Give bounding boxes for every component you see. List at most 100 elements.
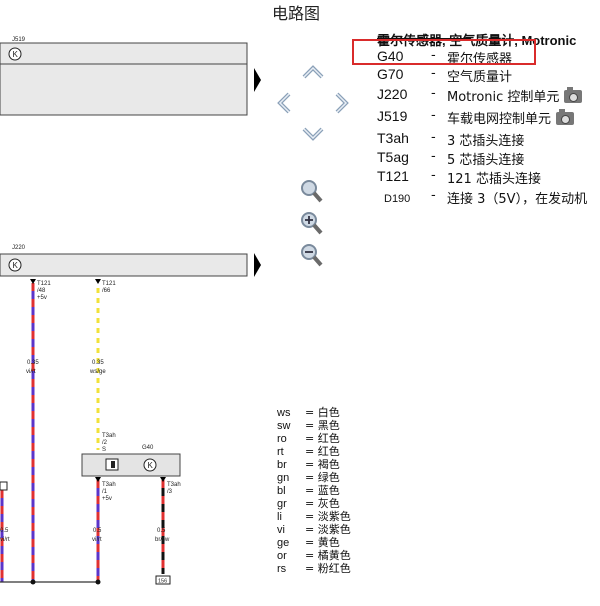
legend-item: vi = 淡紫色 xyxy=(277,523,351,537)
circuit-diagram: J519 K J220 K T121 /48 +5v 0.35 vi/rt T1… xyxy=(0,37,261,585)
component-code: D190 xyxy=(384,193,411,205)
legend-item: bl= 蓝色 xyxy=(277,484,340,498)
ground-symbol-icon xyxy=(8,258,22,272)
wire-size: 0.5 xyxy=(93,528,102,534)
j220-label: J220 xyxy=(12,245,26,251)
legend-code: or xyxy=(277,550,287,562)
j519-block xyxy=(0,42,248,116)
pan-right-button[interactable] xyxy=(328,90,354,116)
component-description: 5 芯插头连接 xyxy=(447,149,524,168)
component-description: 连接 3（5V），在发动机 xyxy=(447,188,587,207)
legend-name: 蓝色 xyxy=(317,484,340,497)
component-description-text: 车载电网控制单元 xyxy=(447,112,552,127)
legend-equals: = xyxy=(305,510,318,523)
svg-text:K: K xyxy=(148,461,154,470)
legend-name: 淡紫色 xyxy=(317,510,351,523)
legend-code: br xyxy=(277,459,287,471)
legend-item: rs= 粉红色 xyxy=(277,562,351,576)
component-description: Motronic 控制单元 xyxy=(447,86,583,105)
legend-code: gr xyxy=(277,498,287,510)
wire-size: 0.35 xyxy=(92,360,104,366)
legend-item: gn= 绿色 xyxy=(277,471,340,485)
component-code: G70 xyxy=(377,66,404,82)
legend-equals: = xyxy=(305,445,318,458)
wire-color: vi/rt xyxy=(26,369,36,375)
legend-name: 灰色 xyxy=(317,497,340,510)
sensor-label: G40 xyxy=(142,445,154,451)
legend-item: li= 淡紫色 xyxy=(277,510,351,524)
component-description: 3 芯插头连接 xyxy=(447,130,524,149)
zoom-out-button[interactable] xyxy=(298,242,324,268)
legend-code: vi xyxy=(277,524,285,536)
svg-text:T3ah: T3ah xyxy=(102,482,116,488)
svg-text:K: K xyxy=(13,261,19,270)
svg-text:/48: /48 xyxy=(37,288,46,294)
wire-size: 0.35 xyxy=(27,360,39,366)
legend-code: sw xyxy=(277,420,291,432)
legend-code: ge xyxy=(277,537,290,549)
legend-item: ge = 黄色 xyxy=(277,536,340,550)
legend-name: 褐色 xyxy=(317,458,340,471)
svg-text:T3ah: T3ah xyxy=(102,433,116,439)
zoom-out-icon xyxy=(301,244,323,267)
continue-arrow-icon xyxy=(254,68,261,92)
separator-dash: - xyxy=(431,66,436,81)
legend-item: or = 橘黄色 xyxy=(277,549,351,563)
svg-text:/66: /66 xyxy=(102,288,111,294)
legend-equals: = xyxy=(305,549,318,562)
zoom-fit-button[interactable] xyxy=(298,178,324,204)
legend-item: br = 褐色 xyxy=(277,458,340,472)
pan-up-button[interactable] xyxy=(300,60,326,86)
legend-item: rt= 红色 xyxy=(277,445,340,459)
chevron-left-icon xyxy=(277,92,291,114)
svg-text:156: 156 xyxy=(158,579,167,585)
page-title: 电路图 xyxy=(272,4,321,23)
camera-icon[interactable] xyxy=(564,87,583,103)
legend-equals: = xyxy=(305,458,318,471)
legend-equals: = xyxy=(305,471,318,484)
chevron-down-icon xyxy=(302,127,324,141)
legend-code: ro xyxy=(277,433,287,445)
zoom-in-button[interactable] xyxy=(298,210,324,236)
legend-name: 黑色 xyxy=(317,419,340,432)
separator-dash: - xyxy=(431,48,436,63)
svg-text:+5v: +5v xyxy=(37,295,47,301)
component-code: J220 xyxy=(377,86,408,102)
component-description: 121 芯插头连接 xyxy=(447,168,541,187)
svg-text:T121: T121 xyxy=(102,281,116,287)
legend-item: ws= 白色 xyxy=(277,406,340,420)
wire-color: vi/rt xyxy=(92,537,102,543)
legend-name: 白色 xyxy=(317,406,340,419)
g40-sensor-block xyxy=(81,453,181,477)
pan-down-button[interactable] xyxy=(300,120,326,146)
wire-color: br/sw xyxy=(155,537,170,543)
legend-name: 淡紫色 xyxy=(317,523,351,536)
component-description-text: Motronic 控制单元 xyxy=(447,90,560,105)
legend-equals: = xyxy=(305,536,318,549)
pan-left-button[interactable] xyxy=(272,90,298,116)
separator-dash: - xyxy=(431,149,436,164)
svg-text:0.5: 0.5 xyxy=(0,528,9,534)
separator-dash: - xyxy=(431,130,436,145)
legend-equals: = xyxy=(305,432,318,445)
legend-equals: = xyxy=(305,523,318,536)
component-code: J519 xyxy=(377,108,408,124)
component-code: T5ag xyxy=(377,149,409,165)
legend-name: 黄色 xyxy=(317,536,340,549)
camera-icon[interactable] xyxy=(556,109,575,125)
component-description-text: 5 芯插头连接 xyxy=(447,153,525,168)
chevron-up-icon xyxy=(302,65,324,79)
legend-equals: = xyxy=(305,497,318,510)
component-code: G40 xyxy=(377,48,404,64)
svg-text:vi/rt: vi/rt xyxy=(0,537,10,543)
legend-name: 橘黄色 xyxy=(317,549,351,562)
wire-color: ws/ge xyxy=(89,369,106,375)
j220-block xyxy=(0,253,248,277)
component-description: 空气质量计 xyxy=(447,66,512,85)
legend-name: 红色 xyxy=(317,432,340,445)
component-code: T121 xyxy=(377,168,409,184)
legend-name: 红色 xyxy=(317,445,340,458)
legend-name: 粉红色 xyxy=(317,562,351,575)
component-description: 车载电网控制单元 xyxy=(447,108,575,127)
legend-equals: = xyxy=(305,562,318,575)
